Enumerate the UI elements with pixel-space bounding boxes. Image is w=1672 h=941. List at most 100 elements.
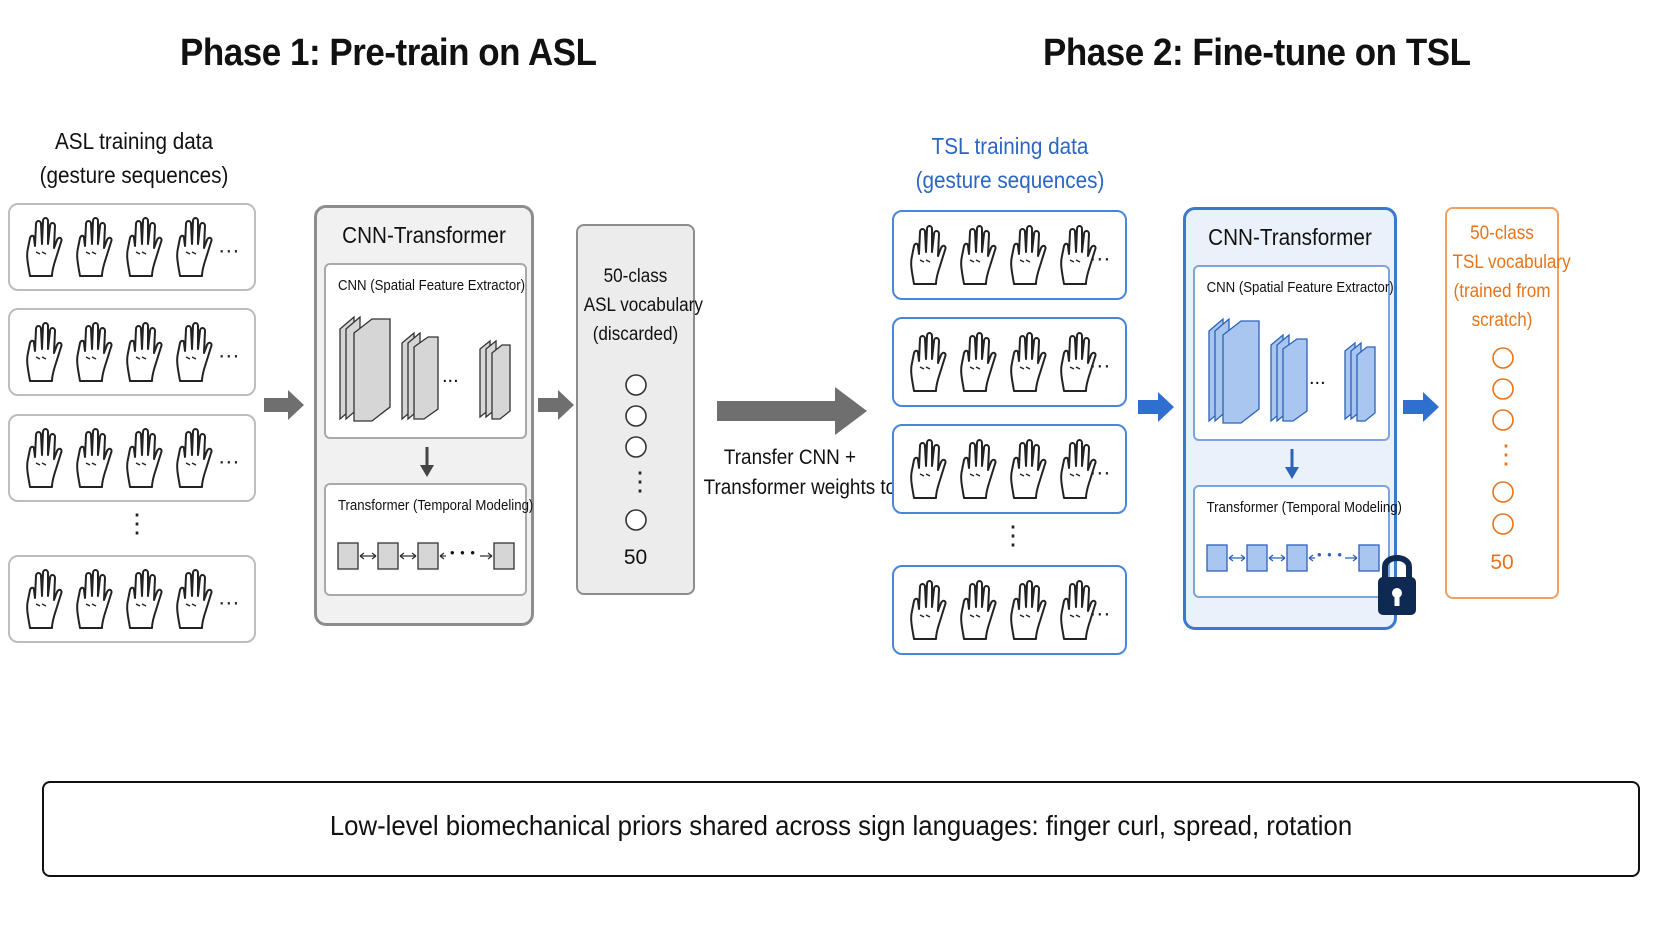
hand-gesture-icon bbox=[1004, 579, 1048, 641]
asl-vocab-line3: (discarded) bbox=[592, 324, 679, 345]
asl-vocab-line2: ASL vocabulary bbox=[583, 295, 703, 316]
tsl-data-label: TSL training data (gesture sequences) bbox=[902, 129, 1118, 197]
hand-gesture-icon bbox=[954, 579, 998, 641]
tsl-data-label-line1: TSL training data bbox=[931, 133, 1089, 159]
cnn-layers-icon bbox=[339, 315, 511, 422]
arrow-down-icon bbox=[1285, 449, 1299, 479]
hand-gesture-icon bbox=[20, 321, 64, 383]
transfer-label-line1: Transfer CNN + bbox=[723, 446, 857, 469]
phase1-title: Phase 1: Pre-train on ASL bbox=[180, 32, 597, 74]
hand-row bbox=[904, 567, 1098, 653]
hand-gesture-icon bbox=[120, 321, 164, 383]
tsl-vocab-count: 50 bbox=[1490, 551, 1514, 574]
asl-sequence-box: ... bbox=[8, 203, 256, 291]
hand-row bbox=[904, 212, 1098, 298]
hand-gesture-icon bbox=[1004, 438, 1048, 500]
output-neurons bbox=[1492, 347, 1514, 535]
tsl-sequence-box: ... bbox=[892, 565, 1127, 655]
phase1-model-box: CNN-Transformer CNN (Spatial Feature Ext… bbox=[314, 205, 534, 626]
cnn-label: CNN (Spatial Feature Extractor) bbox=[337, 277, 526, 294]
hand-gesture-icon bbox=[904, 224, 948, 286]
hand-gesture-icon bbox=[170, 321, 214, 383]
hand-gesture-icon bbox=[120, 216, 164, 278]
hand-gesture-icon bbox=[170, 216, 214, 278]
cnn-layers-icon bbox=[1208, 317, 1376, 424]
token-dots: • • • bbox=[450, 545, 476, 560]
sequence-ellipsis: ... bbox=[1089, 347, 1111, 373]
footer-text: Low-level biomechanical priors shared ac… bbox=[329, 810, 1353, 841]
token-sequence-icon bbox=[337, 542, 515, 570]
arrow-right-icon bbox=[1403, 392, 1439, 422]
hand-gesture-icon bbox=[70, 216, 114, 278]
hand-gesture-icon bbox=[20, 568, 64, 630]
hand-gesture-icon bbox=[20, 216, 64, 278]
phase2-model-box: CNN-Transformer CNN (Spatial Feature Ext… bbox=[1183, 207, 1402, 630]
hand-row bbox=[904, 319, 1098, 405]
sequence-ellipsis: ... bbox=[218, 337, 240, 363]
asl-sequence-box: ... bbox=[8, 414, 256, 502]
tsl-data-label-line2: (gesture sequences) bbox=[915, 167, 1105, 193]
hand-gesture-icon bbox=[70, 321, 114, 383]
token-sequence-icon bbox=[1206, 544, 1380, 572]
tsl-vocab-line2: TSL vocabulary bbox=[1452, 252, 1571, 273]
hand-gesture-icon bbox=[170, 427, 214, 489]
hand-gesture-icon bbox=[1004, 331, 1048, 393]
sequence-ellipsis: ... bbox=[1089, 595, 1111, 621]
asl-sequence-box: ... bbox=[8, 308, 256, 396]
hand-gesture-icon bbox=[170, 568, 214, 630]
cnn-block: CNN (Spatial Feature Extractor) ... bbox=[324, 263, 527, 439]
hand-gesture-icon bbox=[954, 331, 998, 393]
arrow-right-icon bbox=[264, 390, 304, 420]
tsl-vocab-title: 50-class TSL vocabulary (trained from sc… bbox=[1452, 219, 1571, 335]
lock-icon bbox=[1378, 555, 1416, 615]
asl-data-label-line2: (gesture sequences) bbox=[39, 162, 229, 188]
cnn-ellipsis: ... bbox=[442, 365, 459, 387]
transformer-block: Transformer (Temporal Modeling) • • • bbox=[324, 483, 534, 596]
asl-data-label-line1: ASL training data bbox=[54, 128, 214, 154]
asl-data-label: ASL training data (gesture sequences) bbox=[26, 124, 242, 192]
hand-gesture-icon bbox=[954, 438, 998, 500]
hand-gesture-icon bbox=[904, 331, 948, 393]
asl-vocab-line1: 50-class bbox=[603, 266, 668, 287]
asl-vocab-title: 50-class ASL vocabulary (discarded) bbox=[583, 262, 703, 349]
hand-gesture-icon bbox=[70, 568, 114, 630]
transformer-label: Transformer (Temporal Modeling) bbox=[337, 497, 534, 514]
hand-gesture-icon bbox=[20, 427, 64, 489]
hand-gesture-icon bbox=[120, 568, 164, 630]
tsl-vocab-line3: (trained from bbox=[1453, 281, 1551, 302]
neuron-vertical-ellipsis: ⋮ bbox=[1493, 439, 1519, 469]
hand-row bbox=[20, 205, 214, 289]
tsl-vocab-line1: 50-class bbox=[1470, 223, 1534, 244]
hand-gesture-icon bbox=[904, 438, 948, 500]
footer-box: Low-level biomechanical priors shared ac… bbox=[42, 781, 1640, 877]
model-title: CNN-Transformer bbox=[1208, 224, 1372, 250]
sequence-ellipsis: ... bbox=[1089, 454, 1111, 480]
transfer-label: Transfer CNN + Transformer weights to bbox=[704, 443, 897, 503]
asl-vocab-count: 50 bbox=[623, 546, 648, 569]
tsl-vocab-line4: scratch) bbox=[1471, 310, 1533, 331]
cnn-block: CNN (Spatial Feature Extractor) ... bbox=[1193, 265, 1394, 441]
sequence-ellipsis: ... bbox=[1089, 240, 1111, 266]
transformer-block: Transformer (Temporal Modeling) • • • bbox=[1193, 485, 1402, 598]
token-dots: • • • bbox=[1317, 547, 1343, 562]
tsl-sequence-box: ... bbox=[892, 210, 1127, 300]
hand-row bbox=[20, 557, 214, 641]
arrow-down-icon bbox=[420, 447, 434, 477]
sequence-ellipsis: ... bbox=[218, 584, 240, 610]
hand-gesture-icon bbox=[904, 579, 948, 641]
transformer-label: Transformer (Temporal Modeling) bbox=[1206, 499, 1402, 516]
arrow-right-icon bbox=[538, 390, 574, 420]
hand-row bbox=[904, 426, 1098, 512]
neuron-vertical-ellipsis: ⋮ bbox=[627, 466, 653, 496]
vertical-ellipsis: ⋮ bbox=[124, 508, 150, 538]
cnn-ellipsis: ... bbox=[1309, 367, 1326, 389]
transfer-arrow-icon bbox=[717, 387, 867, 435]
asl-sequence-box: ... bbox=[8, 555, 256, 643]
sequence-ellipsis: ... bbox=[218, 443, 240, 469]
hand-gesture-icon bbox=[1004, 224, 1048, 286]
hand-row bbox=[20, 310, 214, 394]
vertical-ellipsis: ⋮ bbox=[1000, 520, 1026, 550]
tsl-sequence-box: ... bbox=[892, 424, 1127, 514]
output-neurons bbox=[625, 374, 647, 531]
hand-gesture-icon bbox=[70, 427, 114, 489]
